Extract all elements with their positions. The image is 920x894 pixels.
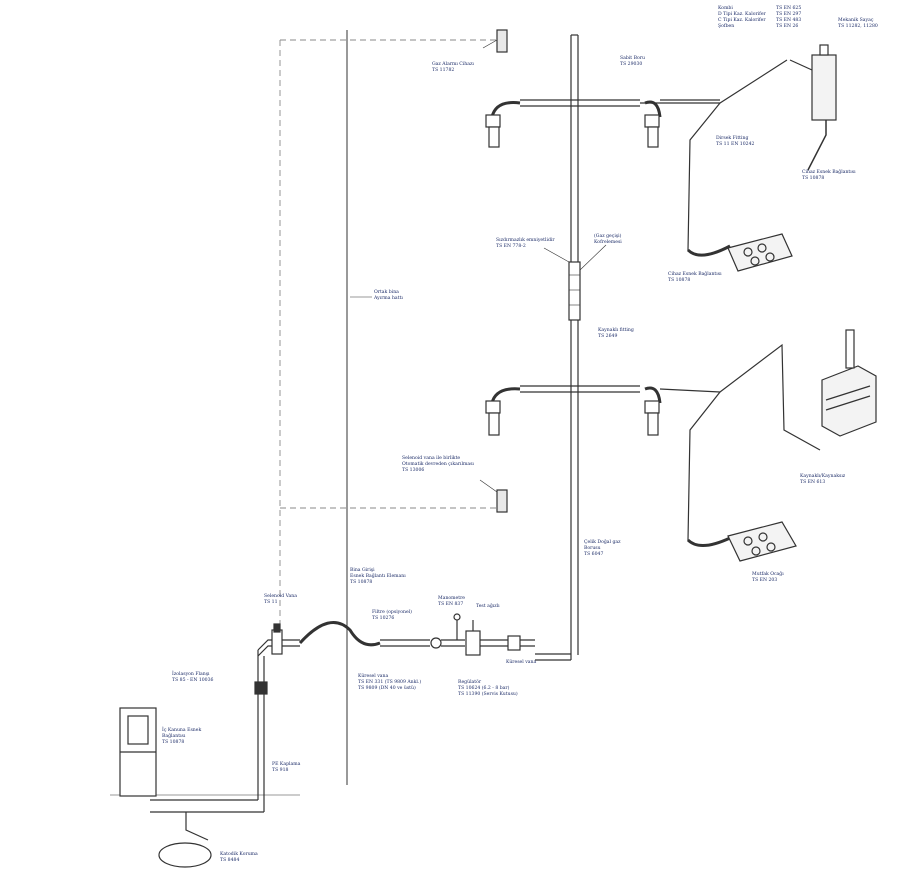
building-outline: [279, 39, 500, 630]
lower-branch: [485, 343, 821, 547]
meter-cabinet: [119, 707, 157, 797]
upper-hose: [687, 102, 731, 256]
wall-boiler: [789, 44, 837, 171]
gas-alarm-box: [496, 29, 508, 53]
label-test-port: Test ağızlı: [476, 604, 500, 609]
label-gas-cabinet: (Gaz geçişi)Kofrelemesi: [594, 234, 622, 245]
upper-stove: [727, 233, 793, 272]
solenoid-box: [496, 489, 508, 513]
upper-branch: [485, 59, 788, 148]
lower-stove: [727, 521, 797, 562]
label-ball-valve: Küresel vana: [506, 660, 537, 665]
riser-cabinet: [568, 261, 581, 321]
cathodic-anode: [158, 812, 212, 868]
lower-heater: [821, 329, 877, 437]
entry-line: [257, 613, 535, 657]
main-riser: [535, 34, 579, 661]
label-filter: Filtre (opsiyonel)TS 10276: [372, 610, 412, 621]
